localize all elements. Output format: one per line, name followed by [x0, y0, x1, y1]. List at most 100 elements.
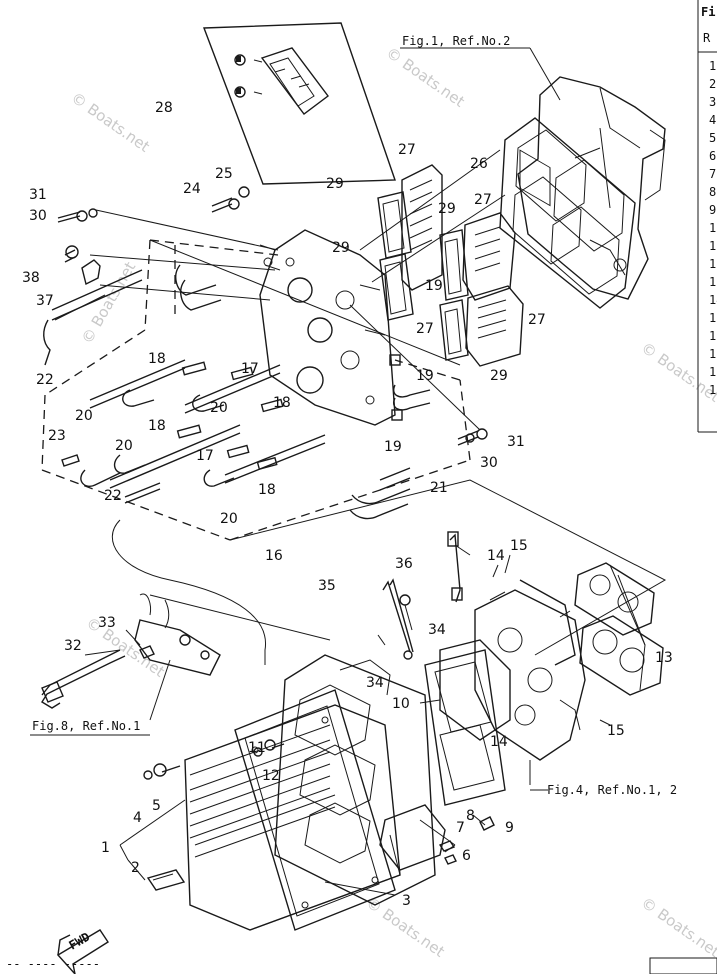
- callout-10: 10: [392, 696, 410, 712]
- fig1-reference: Fig.1, Ref.No.2: [402, 34, 510, 48]
- callout-36: 36: [395, 556, 413, 572]
- corner-row-number: 2: [709, 77, 716, 91]
- callout-27: 27: [528, 312, 546, 328]
- corner-row-number: 4: [709, 113, 716, 127]
- callout-35: 35: [318, 578, 336, 594]
- callout-27: 27: [474, 192, 492, 208]
- watermark-group: © Boats.net © Boats.net © Boats.net © Bo…: [68, 44, 717, 961]
- hose-group-16: [41, 239, 471, 541]
- watermark: © Boats.net: [68, 89, 153, 156]
- bolts: [54, 186, 488, 446]
- corner-row-number: 8: [709, 185, 716, 199]
- callout-5: 5: [152, 798, 161, 814]
- callout-33: 33: [98, 615, 116, 631]
- watermark: © Boats.net: [78, 259, 139, 347]
- callout-27: 27: [398, 142, 416, 158]
- callout-38: 38: [22, 270, 40, 286]
- callout-25: 25: [215, 166, 233, 182]
- callout-30: 30: [480, 455, 498, 471]
- callout-6: 6: [462, 848, 471, 864]
- corner-row-number: 6: [709, 149, 716, 163]
- callout-14: 14: [487, 548, 505, 564]
- callout-22: 22: [36, 372, 54, 388]
- callout-1: 1: [101, 840, 110, 856]
- callout-32: 32: [64, 638, 82, 654]
- callout-7: 7: [456, 820, 465, 836]
- gasket-10: [424, 649, 506, 806]
- callout-12: 12: [262, 768, 280, 784]
- footer-text: -- ---- -----: [6, 957, 100, 971]
- callout-19: 19: [384, 439, 402, 455]
- fig4-reference: Fig.4, Ref.No.1, 2: [547, 783, 677, 797]
- callout-20: 20: [220, 511, 238, 527]
- callout-37: 37: [36, 293, 54, 309]
- callout-15: 15: [607, 723, 625, 739]
- corner-row-number: 5: [709, 131, 716, 145]
- reed-valve-27-lower: [465, 285, 524, 367]
- hoses: [43, 264, 431, 520]
- callout-17: 17: [241, 361, 259, 377]
- cylinder-head-cover: [184, 704, 401, 931]
- cylinder-block: [259, 229, 396, 426]
- reed-blocks-27-center: [401, 164, 443, 291]
- decal-2: [146, 869, 186, 891]
- watermark: © Boats.net: [638, 894, 717, 961]
- callout-27: 27: [416, 321, 434, 337]
- callout-20: 20: [115, 438, 133, 454]
- corner-row-number: 1: [709, 59, 716, 73]
- callout-34: 34: [428, 622, 446, 638]
- bracket-6: [379, 804, 495, 871]
- callout-labels: 1234567891011121314141515161717181818181…: [22, 100, 673, 909]
- fittings: [176, 354, 403, 471]
- corner-row-number: 18: [709, 365, 717, 379]
- section-outlines: [111, 479, 667, 665]
- inset-box-28: [203, 22, 396, 185]
- front-bolts: [143, 739, 285, 780]
- callout-13: 13: [655, 650, 673, 666]
- callout-17: 17: [196, 448, 214, 464]
- callout-20: 20: [210, 400, 228, 416]
- callout-24: 24: [183, 181, 201, 197]
- callout-34: 34: [366, 675, 384, 691]
- corner-row-number: 9: [709, 203, 716, 217]
- corner-row-number: 7: [709, 167, 716, 181]
- callout-29: 29: [326, 176, 344, 192]
- callout-19: 19: [416, 368, 434, 384]
- callout-9: 9: [505, 820, 514, 836]
- corner-row-number: 14: [709, 293, 717, 307]
- callout-18: 18: [273, 395, 291, 411]
- corner-row-number: 10: [709, 221, 717, 235]
- gaskets-29: [377, 191, 469, 361]
- callout-14: 14: [490, 734, 508, 750]
- callout-2: 2: [131, 860, 140, 876]
- corner-row-number: 16: [709, 329, 717, 343]
- callout-20: 20: [75, 408, 93, 424]
- corner-row-number: 15: [709, 311, 717, 325]
- callout-18: 18: [148, 418, 166, 434]
- gasket-3: [234, 689, 396, 931]
- callout-16: 16: [265, 548, 283, 564]
- callout-18: 18: [148, 351, 166, 367]
- callout-29: 29: [332, 240, 350, 256]
- footer-fragment: -- ---- -----: [6, 957, 717, 974]
- callout-23: 23: [48, 428, 66, 444]
- carb-gaskets-13: [574, 562, 664, 696]
- gasket-26: [499, 117, 636, 309]
- callout-31: 31: [29, 187, 47, 203]
- fig8-reference: Fig.8, Ref.No.1: [32, 719, 140, 733]
- corner-row-number: 11: [709, 239, 717, 253]
- watermark: © Boats.net: [383, 44, 468, 111]
- leaders-lower: [30, 47, 646, 896]
- callout-11: 11: [248, 740, 266, 756]
- fwd-label: FWD: [67, 930, 93, 953]
- callout-30: 30: [29, 208, 47, 224]
- sensor-assembly: [41, 593, 221, 721]
- callout-15: 15: [510, 538, 528, 554]
- rods: [382, 531, 463, 660]
- callout-22: 22: [104, 488, 122, 504]
- crankcase-block: [517, 76, 666, 300]
- corner-row-number: 13: [709, 275, 717, 289]
- corner-reference-table: Fi R 12345678910111213141516171819: [697, 0, 717, 433]
- corner-row-number: 19: [709, 383, 717, 397]
- callout-21: 21: [430, 480, 448, 496]
